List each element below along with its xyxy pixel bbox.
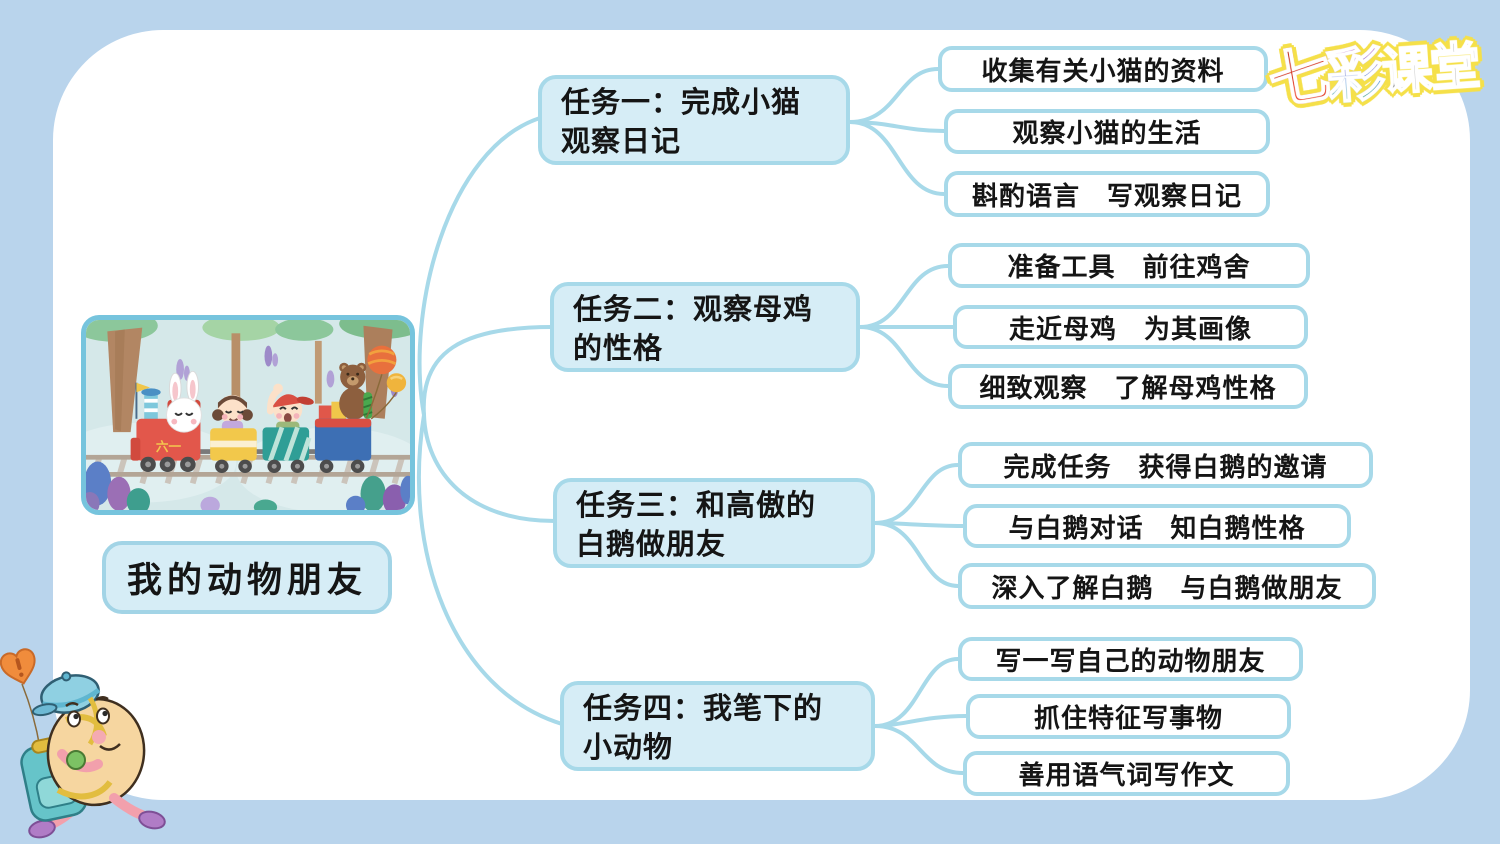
task4-label-line1: 任务四：我笔下的 <box>583 693 824 725</box>
connector-task4-child2 <box>873 714 968 728</box>
task1-child-1: 收集有关小猫的资料 <box>938 46 1268 92</box>
task3-child-1: 完成任务 获得白鹅的邀请 <box>958 442 1373 488</box>
task3-child-2: 与白鹅对话 知白鹅性格 <box>963 504 1351 548</box>
connector-task1-child3 <box>848 120 946 196</box>
connector-root-task2 <box>421 325 554 417</box>
brand-logo: 七彩课堂 <box>1263 15 1481 119</box>
engine-label: 六一 <box>156 439 182 454</box>
task2-node: 任务二：观察母鸡 的性格 <box>550 282 860 372</box>
task1-child-3: 斟酌语言 写观察日记 <box>944 171 1270 217</box>
train: 六一 <box>130 345 407 473</box>
connector-task2-child1 <box>858 264 950 329</box>
wheels <box>140 456 365 473</box>
rabbit <box>166 370 202 433</box>
task4-label-line2: 小动物 <box>583 732 674 764</box>
task4-child-2: 抓住特征写事物 <box>966 694 1291 739</box>
task3-label-line1: 任务三：和高傲的 <box>576 490 817 522</box>
cap-strap <box>87 696 100 746</box>
task2-label-line1: 任务二：观察母鸡 <box>573 294 814 326</box>
backpack-strap-lower <box>56 780 113 800</box>
connector-root-task3 <box>422 413 557 523</box>
bear-car <box>314 362 373 461</box>
connector-task2-child3 <box>858 325 950 388</box>
task1-label-line2: 观察日记 <box>561 126 682 158</box>
girl-car <box>210 395 257 461</box>
task2-child-2: 走近母鸡 为其画像 <box>953 305 1308 349</box>
task2-child-1: 准备工具 前往鸡舍 <box>948 243 1310 288</box>
task1-node: 任务一：完成小猫 观察日记 <box>538 75 850 165</box>
mascot-hand <box>66 750 86 770</box>
task4-node: 任务四：我笔下的 小动物 <box>560 681 875 771</box>
brand-logo-ketang: 课堂 <box>1379 37 1481 102</box>
connector-task3-child3 <box>873 521 960 588</box>
task4-child-1: 写一写自己的动物朋友 <box>958 637 1303 681</box>
connector-root-task1 <box>417 116 542 417</box>
egg-mascot <box>0 648 166 839</box>
task3-node: 任务三：和高傲的 白鹅做朋友 <box>553 478 875 568</box>
mascot-back-shoe <box>28 819 56 839</box>
task2-child-3: 细致观察 了解母鸡性格 <box>948 364 1308 409</box>
balloons <box>365 345 407 420</box>
connector-root-task4 <box>416 413 564 726</box>
train-scene: 六一 <box>86 320 410 510</box>
task4-child-3: 善用语气词写作文 <box>963 751 1290 796</box>
foreground-plants <box>86 461 410 510</box>
connector-task4-child3 <box>873 724 965 775</box>
connector-task3-child1 <box>873 463 960 525</box>
root-node: 我的动物朋友 <box>102 541 392 614</box>
mascot-front-shoe <box>138 810 166 830</box>
boy-car <box>262 383 314 462</box>
task2-label-line2: 的性格 <box>573 333 664 365</box>
mascot-front-leg <box>109 793 147 820</box>
task3-label-line2: 白鹅做朋友 <box>576 529 727 561</box>
task1-child-2: 观察小猫的生活 <box>944 109 1270 154</box>
task1-label-line1: 任务一：完成小猫 <box>561 87 802 119</box>
mascot-face <box>65 696 121 751</box>
heart-balloon <box>0 648 41 749</box>
connector-task1-child1 <box>848 67 940 124</box>
train-illustration: 六一 <box>81 315 415 515</box>
task3-child-3: 深入了解白鹅 与白鹅做朋友 <box>958 563 1376 609</box>
